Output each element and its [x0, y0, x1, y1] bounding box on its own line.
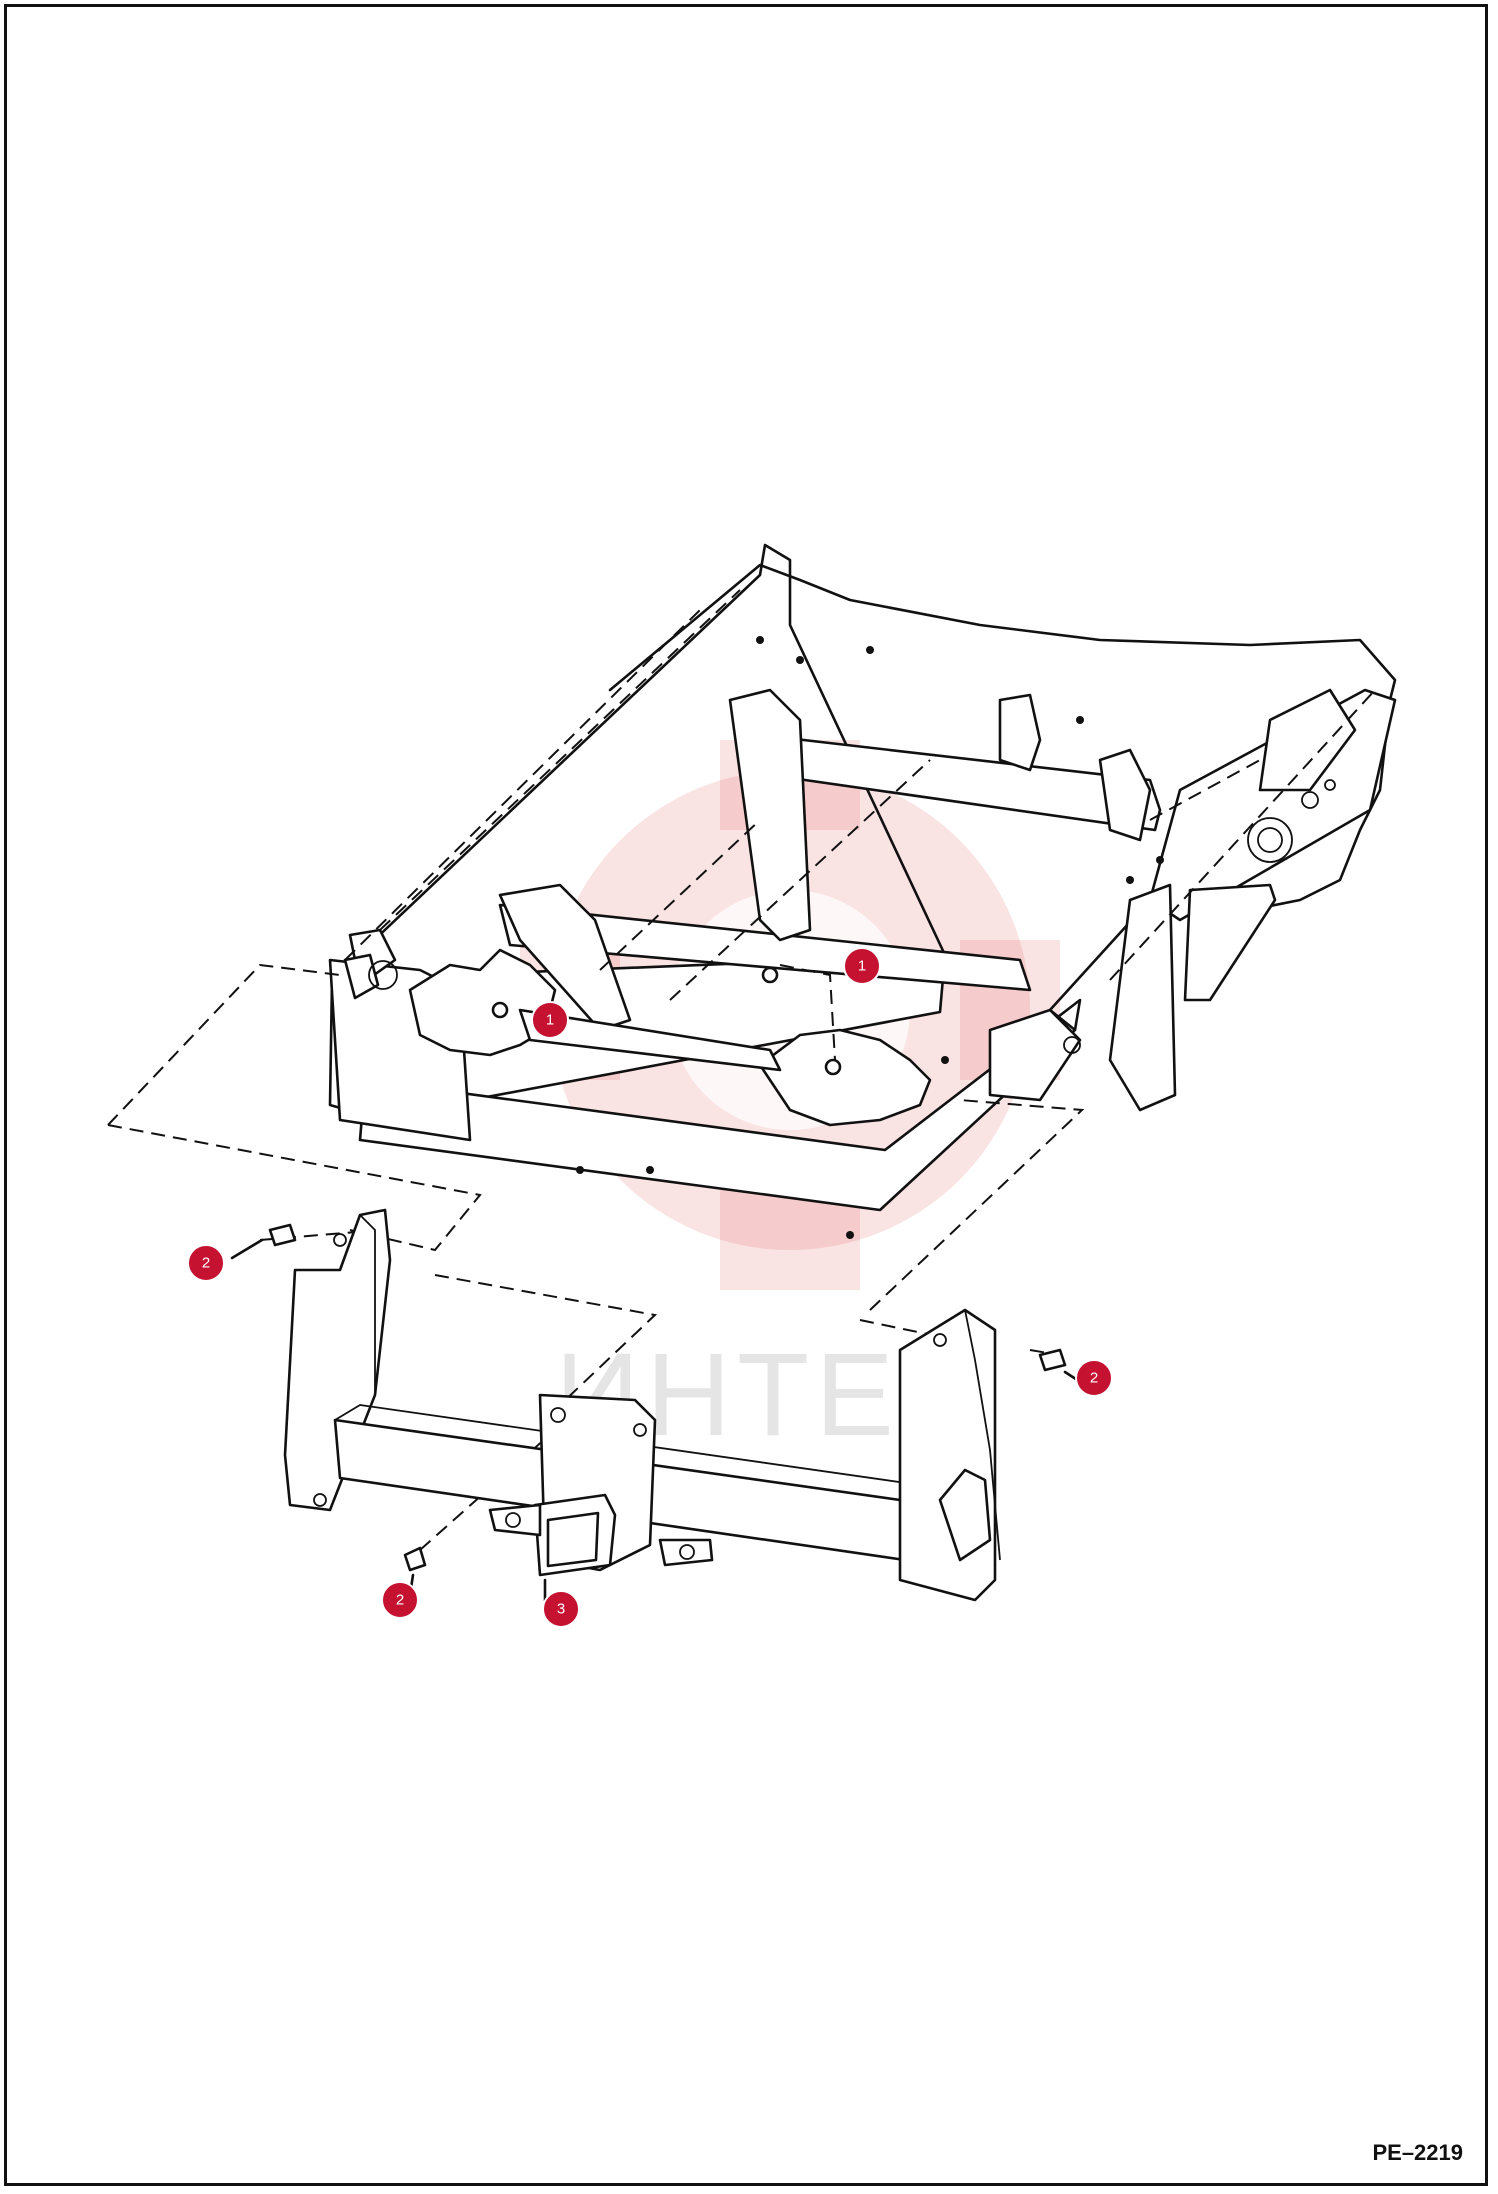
- callout-2c-label: 2: [396, 1592, 404, 1609]
- callout-2a-label: 2: [202, 1255, 210, 1272]
- callout-2a: 2: [187, 1244, 225, 1282]
- callout-1b-label: 1: [546, 1012, 554, 1029]
- callout-3: 3: [542, 1590, 580, 1628]
- callout-3-label: 3: [557, 1601, 565, 1618]
- hitch-assembly: [230, 1208, 1087, 1602]
- callout-2b-label: 2: [1090, 1370, 1098, 1387]
- callout-1a: 1: [843, 947, 881, 985]
- callout-1b: 1: [531, 1001, 569, 1039]
- part-number: PE–2219: [1372, 2140, 1463, 2165]
- callout-2b: 2: [1075, 1359, 1113, 1397]
- callout-1a-label: 1: [858, 958, 866, 975]
- machine-frame: [328, 543, 1397, 1239]
- callout-2c: 2: [381, 1581, 419, 1619]
